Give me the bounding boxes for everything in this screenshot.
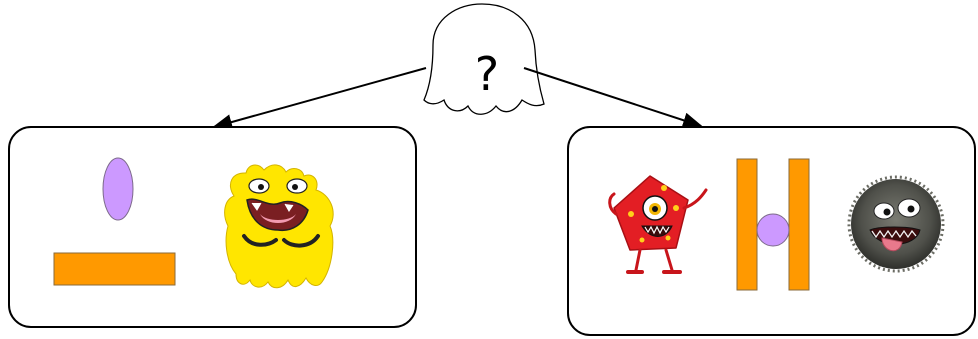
left-option-box	[8, 126, 417, 328]
purple-ellipse	[102, 157, 134, 221]
gray-furry-monster-icon	[847, 175, 945, 273]
arrow-to-left-box	[212, 67, 427, 130]
yellow-monster-icon	[224, 164, 334, 289]
question-mark-label: ?	[475, 47, 499, 101]
arrow-to-right-box	[523, 67, 703, 128]
orange-bar-right	[788, 158, 810, 291]
orange-bar-left	[736, 158, 758, 291]
orange-bar	[53, 252, 176, 286]
red-monster-icon	[608, 175, 708, 274]
purple-circle	[756, 213, 790, 247]
ghost-icon: ?	[423, 3, 545, 115]
